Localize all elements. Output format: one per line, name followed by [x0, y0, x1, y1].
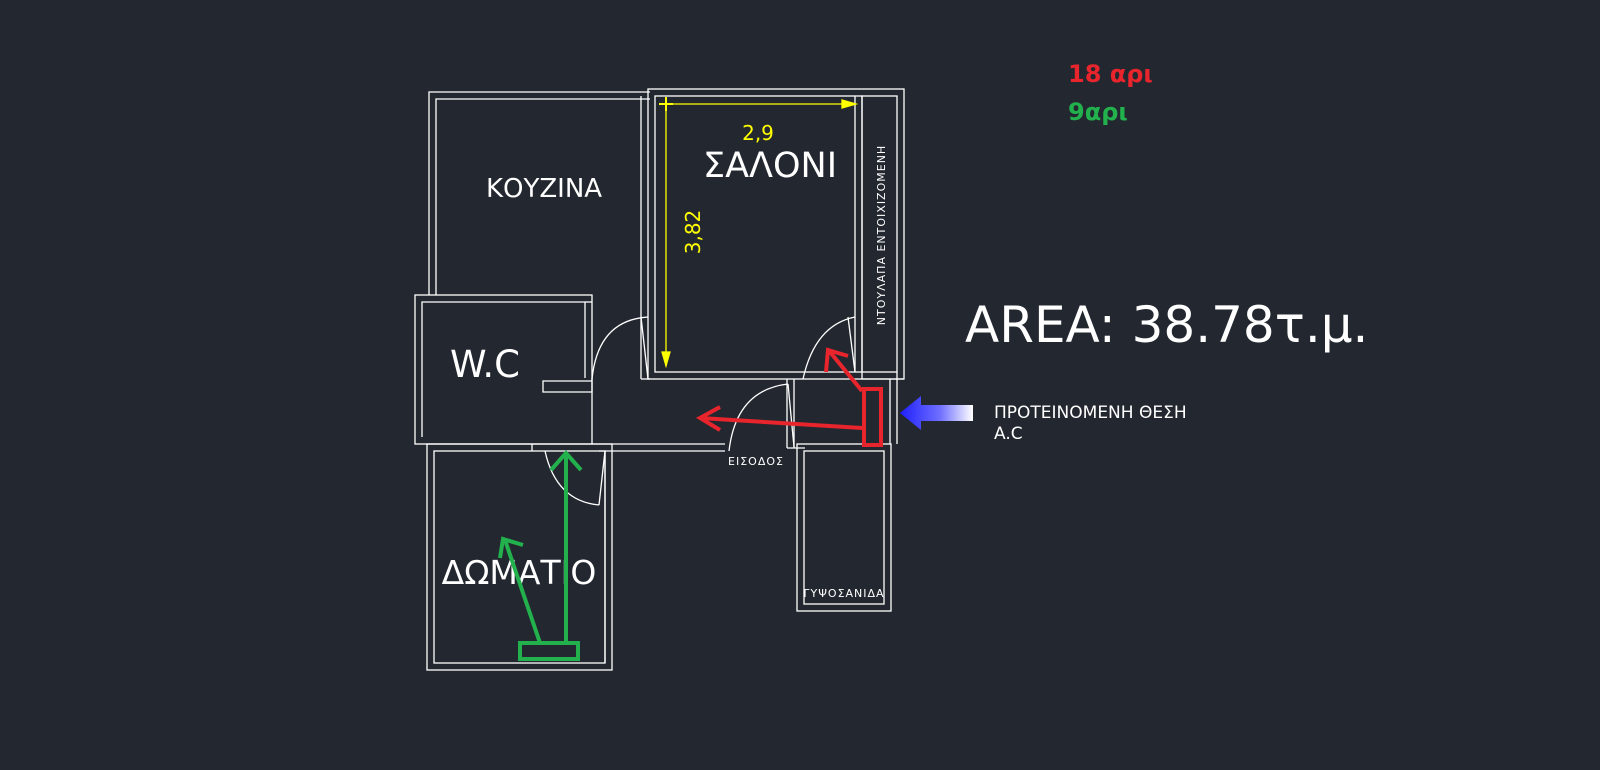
walls — [414, 88, 905, 671]
arrow-left-icon — [900, 396, 973, 430]
height-dimension-label: 3,82 — [681, 210, 705, 255]
width-dimension-label: 2,9 — [742, 121, 774, 145]
ac-proposed-position-arrow — [900, 396, 973, 430]
kitchen-label: ΚΟΥΖΙΝΑ — [486, 174, 602, 204]
ac-note-line2: A.C — [994, 424, 1023, 444]
legend-green-9: 9αρι — [1068, 98, 1128, 126]
airflow-arrow-green-diagonal — [503, 539, 542, 644]
living-room-label: ΣΑΛΟΝΙ — [703, 146, 837, 186]
ac-unit-9-marker — [518, 641, 580, 661]
entrance-label: ΕΙΣΟΔΟΣ — [728, 455, 784, 468]
ac-unit-red — [695, 347, 883, 447]
legend-red-18: 18 αρι — [1068, 60, 1153, 88]
ac-proposed-position-note: ΠΡΟΤΕΙΝΟΜΕΝΗ ΘΕΣΗ A.C — [994, 403, 1187, 445]
dimension-labels: 2,9 3,82 — [681, 121, 774, 254]
dimension-lines — [659, 97, 859, 369]
area-text: AREA: 38.78τ.μ. — [965, 296, 1369, 354]
ac-unit-18-marker — [862, 387, 883, 447]
wc-label: W.C — [450, 343, 520, 386]
drywall-label: ΓΥΨΟΣΑΝΙΔΑ — [803, 587, 884, 600]
ac-unit-green — [498, 449, 583, 661]
ac-note-line1: ΠΡΟΤΕΙΝΟΜΕΝΗ ΘΕΣΗ — [994, 403, 1187, 423]
wardrobe-label: ΝΤΟΥΛΑΠΑ ΕΝΤΟΙΧΙΖΟΜΕΝΗ — [875, 145, 888, 325]
airflow-arrow-red-up — [828, 350, 864, 393]
airflow-arrow-red-left — [699, 416, 863, 430]
